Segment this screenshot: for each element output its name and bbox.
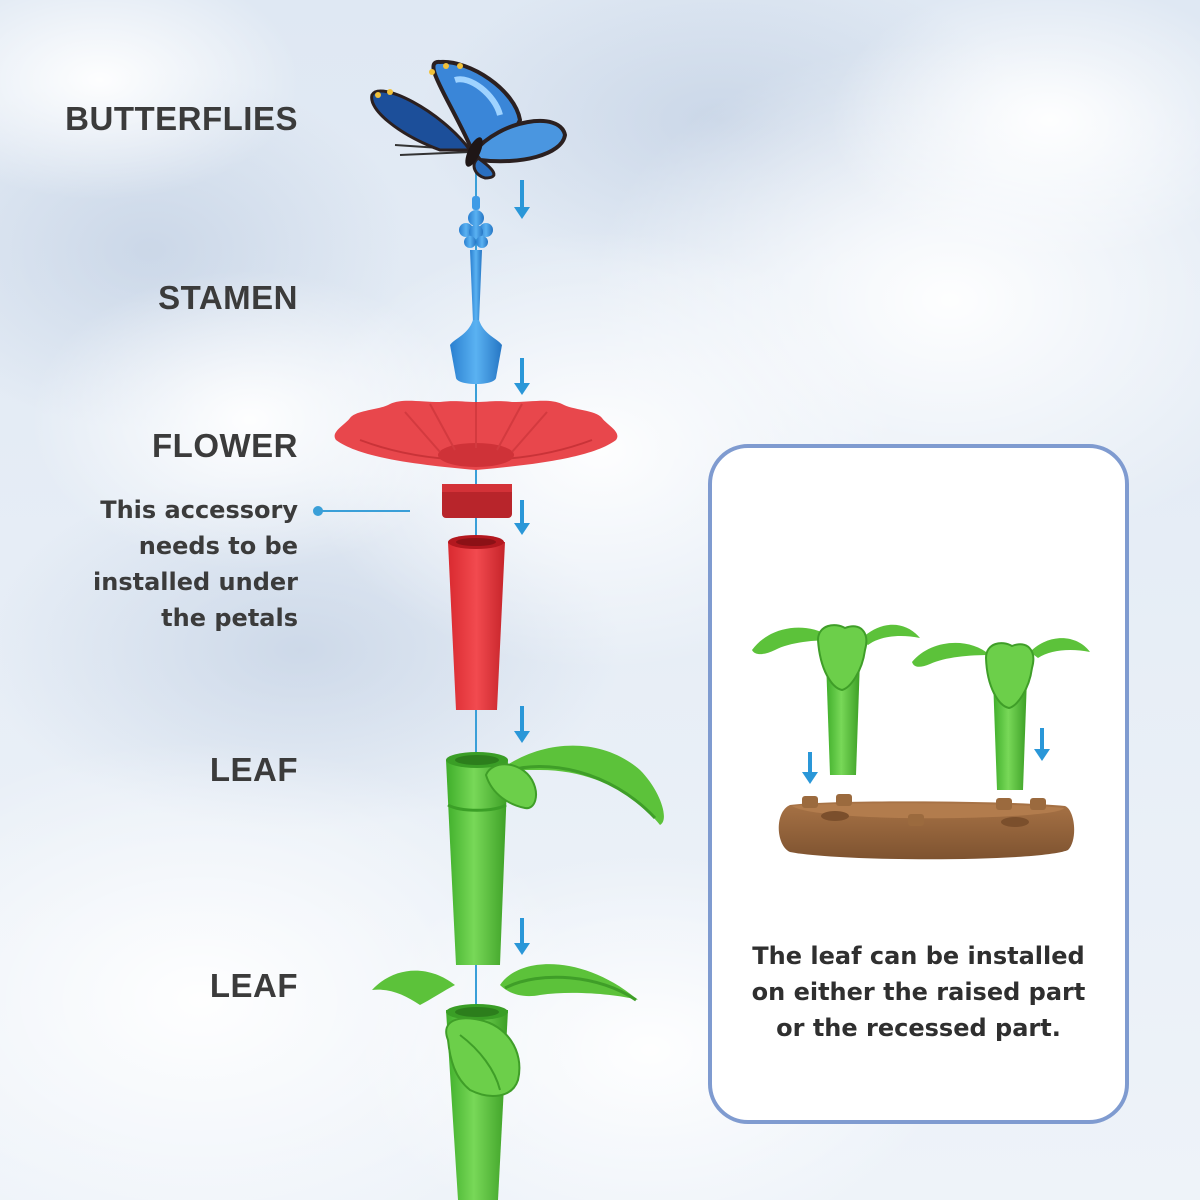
down-arrow-icon xyxy=(1034,728,1050,761)
flower-stem-tube xyxy=(448,535,505,710)
note-connector-dot xyxy=(313,506,323,516)
butterfly-icon xyxy=(370,59,568,180)
panel-leaf-right xyxy=(912,638,1090,790)
soil-base-part xyxy=(778,794,1075,860)
panel-line: The leaf can be installed xyxy=(752,942,1085,970)
upper-leaf-part xyxy=(446,745,664,965)
leaf-install-panel: The leaf can be installed on either the … xyxy=(708,444,1129,1124)
label-leaf-lower: LEAF xyxy=(209,967,298,1004)
stamen-part xyxy=(450,196,502,384)
flower-part xyxy=(334,400,618,518)
note-line: installed under xyxy=(93,568,298,596)
note-line: needs to be xyxy=(138,532,298,560)
down-arrow-icon xyxy=(514,706,530,743)
label-stamen: STAMEN xyxy=(158,279,298,316)
panel-leaf-left xyxy=(752,624,920,775)
note-line: This accessory xyxy=(100,496,298,524)
down-arrow-icon xyxy=(514,358,530,395)
label-flower: FLOWER xyxy=(152,427,298,464)
flower-accessory-note: This accessory needs to be installed und… xyxy=(18,492,298,636)
down-arrow-icon xyxy=(514,918,530,955)
panel-line: or the recessed part. xyxy=(776,1014,1061,1042)
panel-line: on either the raised part xyxy=(751,978,1086,1006)
label-butterflies: BUTTERFLIES xyxy=(65,100,298,137)
note-line: the petals xyxy=(161,604,298,632)
panel-caption: The leaf can be installed on either the … xyxy=(712,938,1125,1046)
down-arrow-icon xyxy=(802,752,818,784)
lower-leaf-part xyxy=(372,964,638,1200)
down-arrow-icon xyxy=(514,500,530,535)
label-leaf-upper: LEAF xyxy=(209,751,298,788)
down-arrow-icon xyxy=(514,180,530,219)
